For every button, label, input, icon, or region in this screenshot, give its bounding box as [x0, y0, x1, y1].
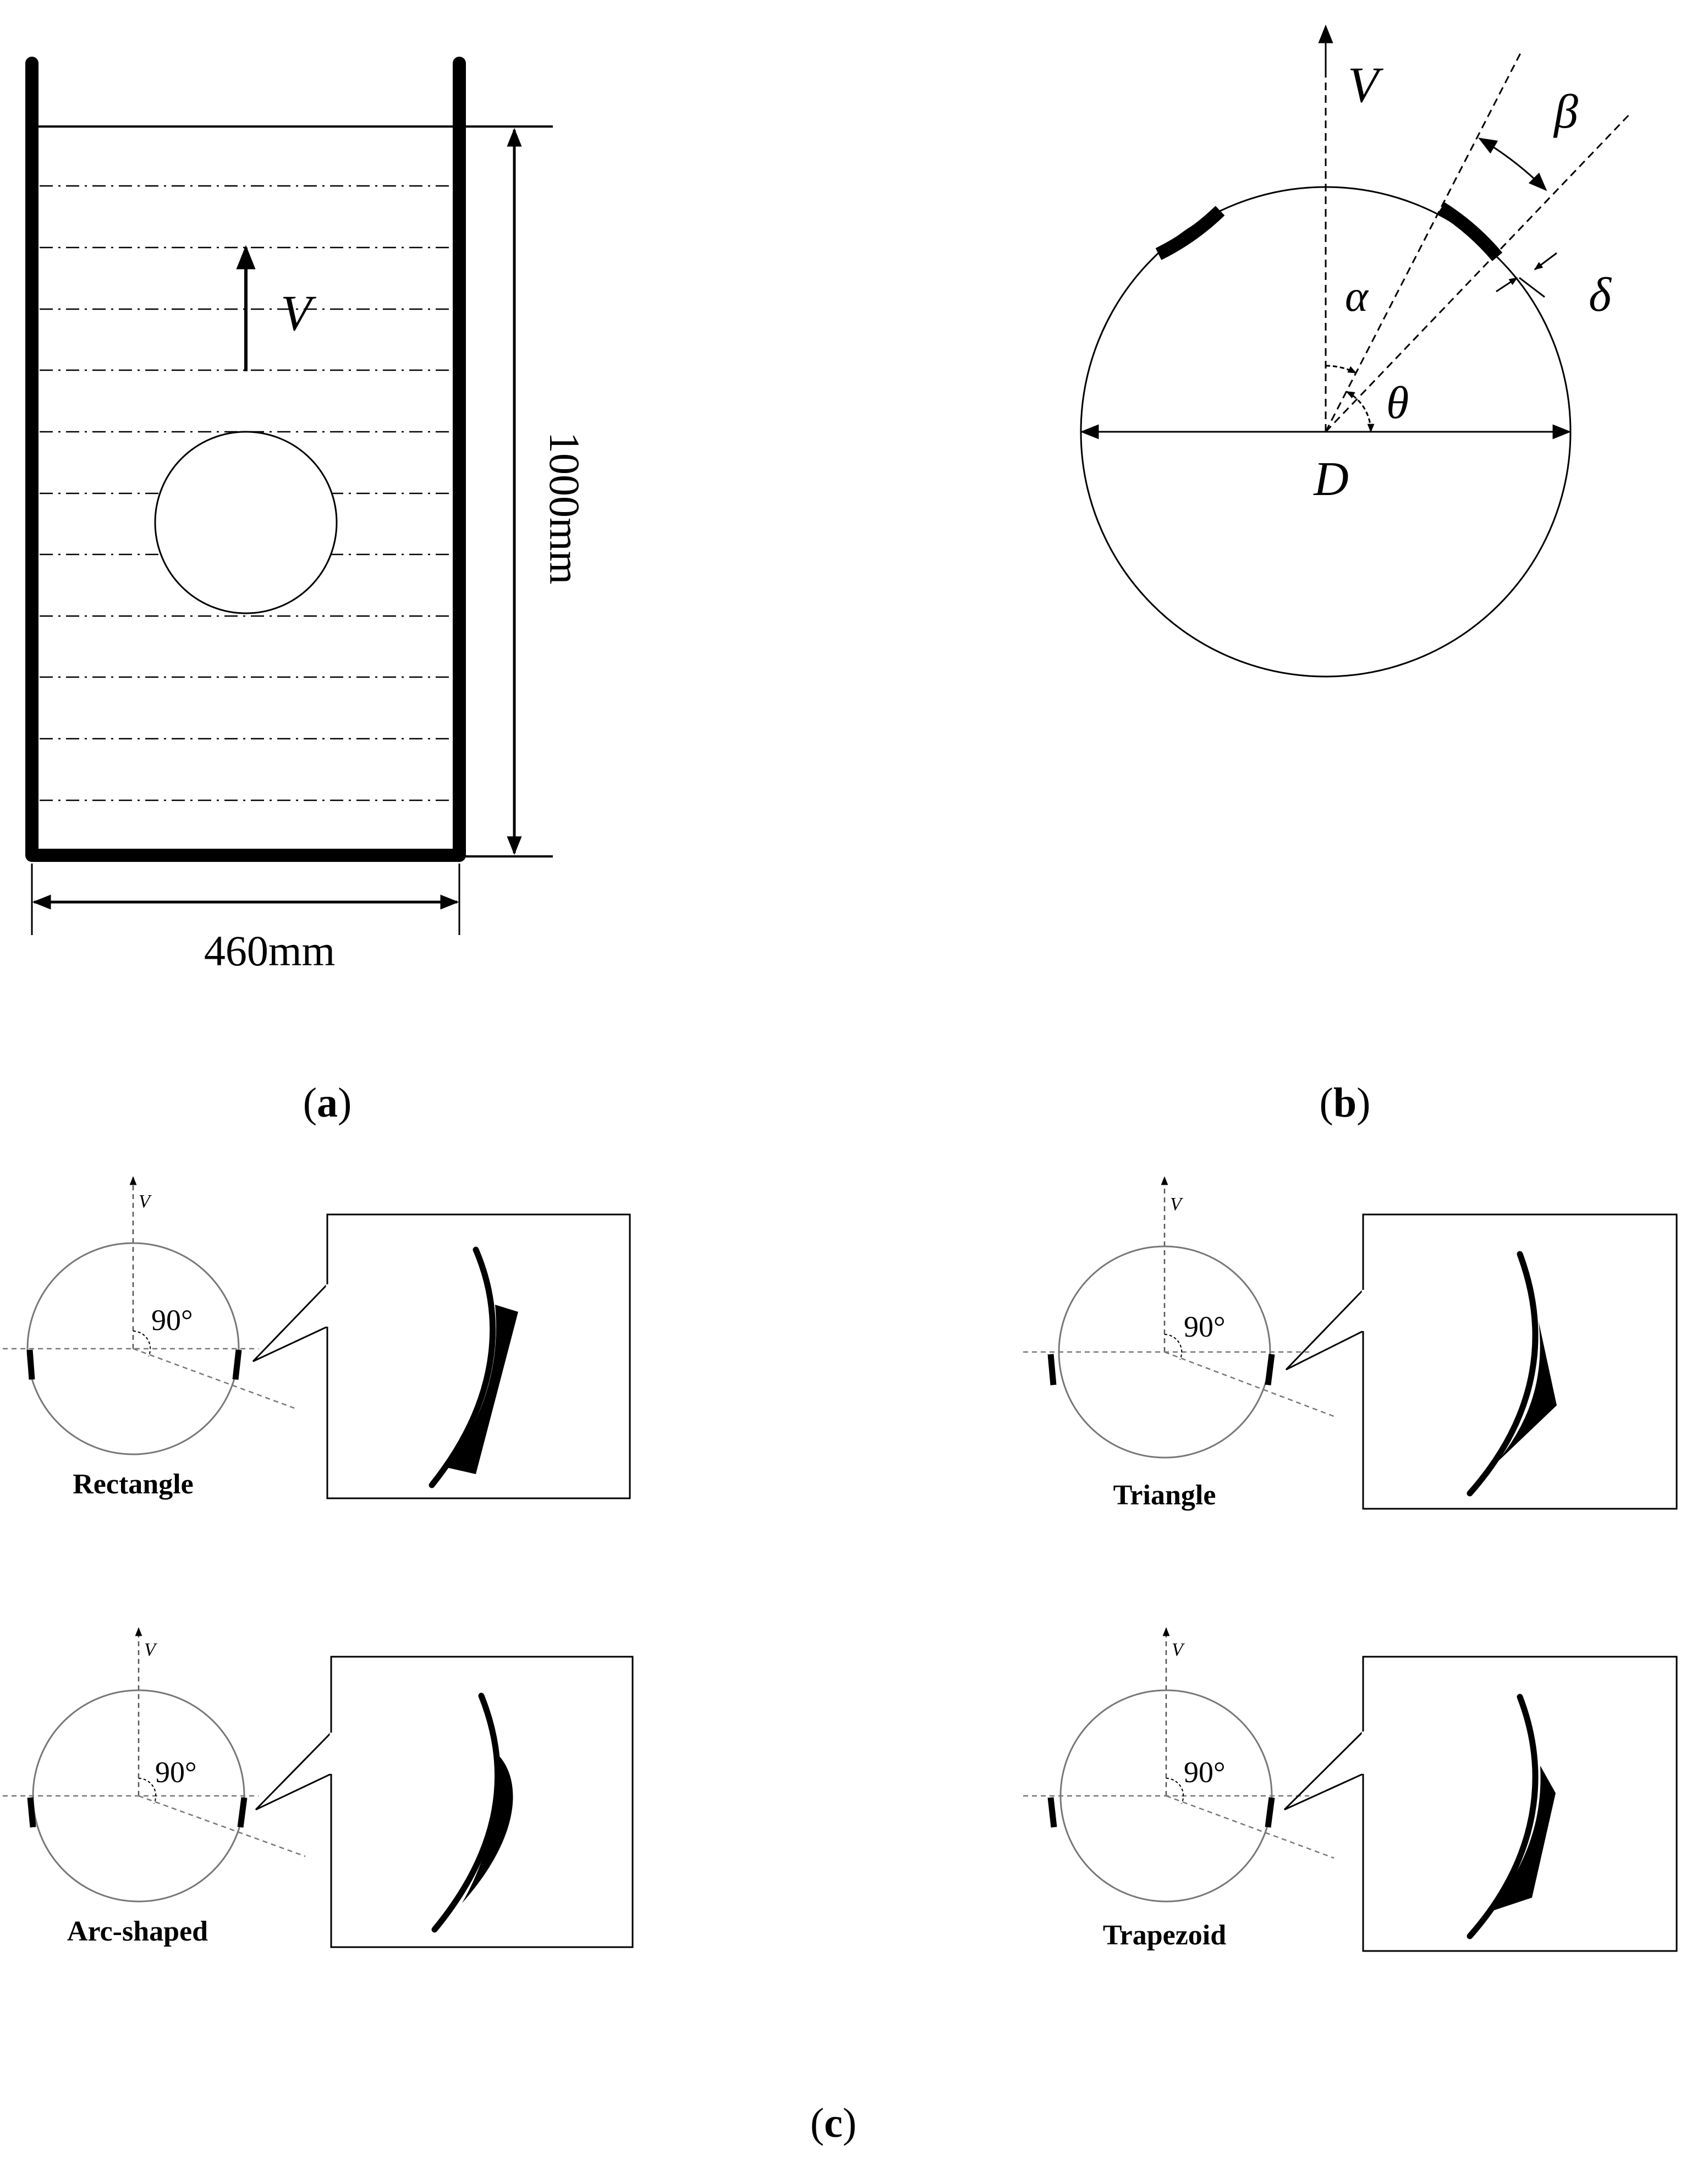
caption-a: (a) [303, 1080, 352, 1126]
zoom-slot-fill [1496, 1321, 1557, 1463]
cylinder [26, 1242, 240, 1455]
caption-c-letter: c [824, 2100, 843, 2146]
zoom-slot-fill [1491, 1766, 1556, 1911]
slot-right [232, 1349, 242, 1380]
shape-trapezoid: V 90° Trapezoid [1023, 1627, 1678, 1952]
caption-c: (c) [810, 2100, 856, 2146]
angle-mark [133, 1331, 151, 1357]
zoom-slot-profile [1467, 1251, 1539, 1497]
zoom-slot-profile [1467, 1694, 1539, 1939]
slot-left [26, 1349, 35, 1380]
slot-ray [1166, 1795, 1334, 1859]
zoom-slot-fill [462, 1755, 513, 1903]
width-dimension-label: 460mm [204, 927, 335, 975]
channel-walls [25, 57, 466, 862]
beta-arc [1478, 138, 1547, 191]
velocity-label: V [1170, 1194, 1184, 1214]
ray-slot-start [1325, 52, 1522, 432]
slot-right [1265, 1354, 1275, 1386]
svg-text:(c): (c) [810, 2100, 856, 2146]
slot-right [237, 1797, 248, 1828]
angle-label: 90° [1184, 1756, 1226, 1789]
delta-arrow-inner [1496, 277, 1518, 293]
caption-b-letter: b [1333, 1080, 1356, 1126]
shape-name: Triangle [1113, 1480, 1216, 1511]
velocity-label: V [139, 1191, 152, 1212]
delta-arrow-outer [1534, 252, 1557, 271]
angle-label: 90° [155, 1756, 197, 1789]
beta-label: β [1553, 85, 1578, 139]
theta-label: θ [1386, 377, 1409, 428]
shape-arc-shaped: V 90° Arc-shaped [3, 1627, 634, 1948]
zoom-slot-profile [431, 1692, 501, 1933]
delta-leader [1519, 277, 1545, 298]
caption-b: (b) [1320, 1080, 1371, 1126]
slot-ray [138, 1795, 306, 1857]
zoom-box [1362, 1213, 1678, 1510]
height-dimension-label: 1000mm [541, 432, 589, 584]
theta-arc [1345, 391, 1375, 433]
slot-left [1047, 1797, 1057, 1828]
slot-left [27, 1797, 36, 1828]
zoom-slot-profile [429, 1246, 496, 1488]
velocity-label-b: V [1348, 57, 1384, 113]
shape-name: Arc-shaped [67, 1916, 208, 1947]
angle-mark [1164, 1334, 1183, 1360]
svg-text:(b): (b) [1320, 1080, 1371, 1126]
shape-rectangle: V 90° Rectangle [3, 1176, 631, 1500]
velocity-label: V [281, 285, 317, 341]
callout-pointer [255, 1732, 332, 1811]
angle-mark [1166, 1778, 1184, 1804]
velocity-label: V [1172, 1640, 1185, 1660]
slot-ray [133, 1348, 295, 1409]
diameter-label: D [1313, 453, 1349, 506]
angle-label: 90° [151, 1304, 193, 1337]
alpha-arc [1325, 365, 1357, 374]
callout-pointer [252, 1283, 328, 1362]
shape-name: Trapezoid [1103, 1920, 1226, 1951]
svg-text:(a): (a) [303, 1080, 352, 1126]
slot-right [1437, 202, 1503, 261]
velocity-label: V [144, 1640, 158, 1660]
cylinder [154, 431, 338, 614]
slot-right [1265, 1797, 1275, 1828]
angle-label: 90° [1184, 1310, 1226, 1343]
slot-left [1047, 1354, 1057, 1386]
shape-name: Rectangle [73, 1469, 193, 1500]
zoom-slot-fill [447, 1305, 518, 1474]
panel-a-channel: V 1000mm 460mm [25, 57, 589, 975]
flow-lines [40, 185, 452, 801]
delta-label: δ [1589, 268, 1612, 322]
shape-triangle: V 90° Triangle [1023, 1176, 1678, 1511]
callout-pointer [1283, 1730, 1364, 1811]
callout-pointer [1285, 1289, 1364, 1371]
caption-a-letter: a [317, 1080, 338, 1126]
ray-slot-end [1325, 112, 1632, 433]
alpha-label: α [1345, 272, 1369, 321]
slot-left [1155, 206, 1225, 260]
angle-mark [138, 1778, 157, 1804]
panel-b-cylinder-detail: V D β α θ δ [1080, 24, 1632, 678]
zoom-box [1362, 1656, 1678, 1952]
slot-ray [1164, 1351, 1334, 1417]
